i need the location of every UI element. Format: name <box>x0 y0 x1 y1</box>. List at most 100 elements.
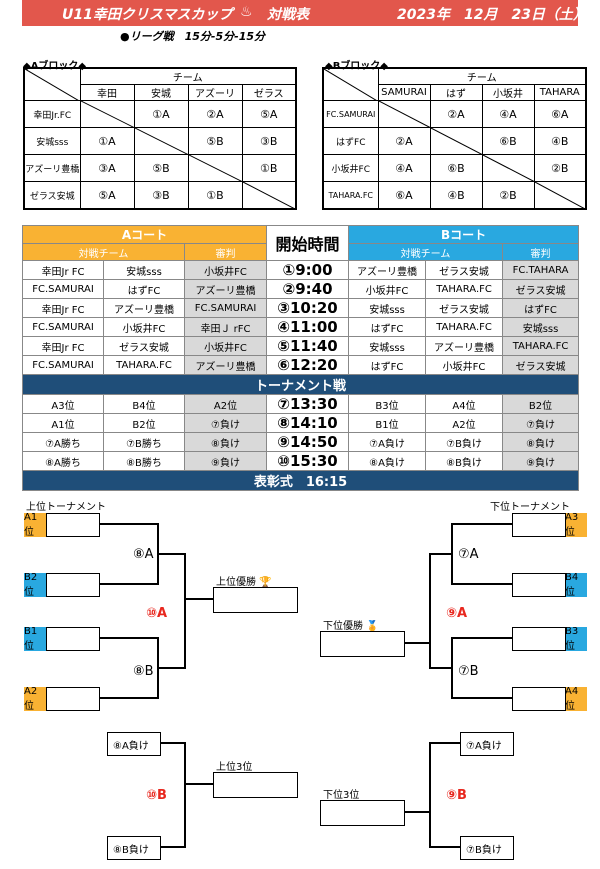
court-a-referee: 小坂井FC <box>183 336 268 356</box>
upper-third-connector <box>159 742 186 848</box>
event-date: 2023年 12月 23日（土） <box>397 7 587 23</box>
block-a-diagonal-cell <box>241 181 297 210</box>
block-a-diagonal-cell <box>187 154 243 182</box>
block-a-row-team: 安城sss <box>23 127 81 155</box>
upper-team-box <box>46 513 100 537</box>
upper-tournament-title: 上位トーナメント <box>26 502 106 513</box>
upper-seed: B2位 <box>24 572 46 598</box>
upper-team-box <box>46 627 100 651</box>
lower-seed: A3位 <box>565 512 587 538</box>
lower-team-box <box>512 513 566 537</box>
block-b-match-cell: ②B <box>481 181 535 210</box>
block-a-row: アズーリ豊橋 ③A ⑤B ①B <box>23 154 297 182</box>
lower-team-box <box>512 627 566 651</box>
lower-third-label: 下位3位 <box>323 790 360 801</box>
block-b-diagonal-cell <box>481 154 535 182</box>
lower-third-match: ⑨B <box>446 788 467 803</box>
upper-third-box <box>213 772 298 798</box>
match-time: ⑩15:30 <box>266 451 350 471</box>
upper-seed: B1位 <box>24 626 46 652</box>
block-b-match-cell: ②A <box>429 100 483 128</box>
court-a-referee-header: 審判 <box>183 243 268 261</box>
block-b-label: ◆Bブロック◆ <box>325 61 389 72</box>
lower-team-box <box>512 573 566 597</box>
block-a-match-cell: ①B <box>241 154 297 182</box>
block-a-row-team: 幸田Jr.FC <box>23 100 81 128</box>
court-a-referee: ⑦負け <box>183 413 268 433</box>
block-a-diagonal-cell <box>79 100 135 128</box>
block-a-match-cell: ⑤A <box>241 100 297 128</box>
court-a-referee: ⑨負け <box>183 451 268 471</box>
block-a-match-cell: ①B <box>187 181 243 210</box>
upper-semi-label: ⑧A <box>133 547 154 562</box>
block-b-match-cell: ④A <box>377 154 431 182</box>
medal-icon: 🏅 <box>366 621 379 632</box>
block-b-match-cell: ②B <box>533 154 587 182</box>
court-a-referee: 幸田Ｊ rFC <box>183 317 268 337</box>
match-time: ①9:00 <box>266 260 350 280</box>
block-a-row: 幸田Jr.FC ①A ②A ⑤A <box>23 100 297 128</box>
lower-third-box <box>320 800 405 826</box>
block-b-table: チーム SAMURAI はず 小坂井 TAHARA FC.SAMURAI ②A … <box>322 67 588 210</box>
lower-winner-box <box>320 631 405 657</box>
block-b-match-cell: ②A <box>377 127 431 155</box>
court-b-referee: ⑦負け <box>502 413 580 433</box>
trophy-icon: 🏆 <box>259 577 272 588</box>
court-b-referee: B2位 <box>502 394 580 414</box>
block-a-label: ◆Aブロック◆ <box>23 61 87 72</box>
court-b-referee: ゼラス安城 <box>502 279 580 299</box>
block-a-match-cell: ⑤B <box>187 127 243 155</box>
upper-third-match: ⑩B <box>146 788 167 803</box>
upper-third-label: 上位3位 <box>216 762 253 773</box>
block-a-match-cell: ③B <box>133 181 189 210</box>
lower-seed: B4位 <box>565 572 587 598</box>
block-b-diagonal-cell <box>429 127 483 155</box>
upper-seed: A2位 <box>24 686 46 712</box>
block-b-match-cell: ④B <box>429 181 483 210</box>
court-a-referee: FC.SAMURAI <box>183 298 268 318</box>
lower-final-label: ⑨A <box>446 606 468 621</box>
lower-third-input-box <box>460 836 514 860</box>
lower-team-box <box>512 687 566 711</box>
block-a-match-cell: ②A <box>187 100 243 128</box>
page-title-suffix: 対戦表 <box>267 7 309 23</box>
court-b-match-header: 対戦チーム <box>348 243 504 261</box>
block-a-row: 安城sss ①A ⑤B ③B <box>23 127 297 155</box>
lower-third-input: ⑦A負け <box>466 741 502 752</box>
ceremony-band: 表彰式 16:15 <box>21 470 580 491</box>
lower-semi-label: ⑦B <box>458 664 479 679</box>
block-b-corner <box>322 67 379 101</box>
lower-winner-text: 下位優勝 <box>323 621 363 632</box>
court-a-header: Aコート <box>21 225 268 244</box>
lower-third-input-box <box>460 732 514 756</box>
court-b-referee: FC.TAHARA <box>502 260 580 280</box>
upper-winner-box <box>213 587 298 613</box>
upper-third-input-box <box>107 836 161 860</box>
court-a-referee: ⑧負け <box>183 432 268 452</box>
court-a-referee: アズーリ豊橋 <box>183 279 268 299</box>
upper-third-input: ⑧B負け <box>113 845 149 856</box>
lower-final-connector <box>429 553 452 669</box>
upper-third-input-box <box>107 732 161 756</box>
block-a-row: ゼラス安城 ⑤A ③B ①B <box>23 181 297 210</box>
title-bar: U11幸田クリスマスカップ ♨ 対戦表 2023年 12月 23日（土） <box>22 0 587 26</box>
lower-semi-label: ⑦A <box>458 547 479 562</box>
upper-winner-label: 上位優勝 🏆 <box>216 573 272 588</box>
court-b-referee: ⑧負け <box>502 432 580 452</box>
block-a-row-team: アズーリ豊橋 <box>23 154 81 182</box>
upper-team-box <box>46 573 100 597</box>
schedule-table: Aコート 開始時間 Bコート 対戦チーム 審判 対戦チーム 審判 幸田Jr FC… <box>21 225 580 491</box>
block-b-match-cell: ⑥B <box>429 154 483 182</box>
candle-icon: ♨ <box>240 4 253 20</box>
lower-seed: B3位 <box>565 626 587 652</box>
lower-third-input: ⑦B負け <box>466 845 502 856</box>
lower-winner-label: 下位優勝 🏅 <box>323 617 379 632</box>
block-b-row-team: TAHARA.FC <box>322 181 379 210</box>
block-a-diagonal-cell <box>133 127 189 155</box>
block-b-row-team: FC.SAMURAI <box>322 100 379 128</box>
league-format: ●リーグ戦 15分-5分-15分 <box>120 30 265 43</box>
